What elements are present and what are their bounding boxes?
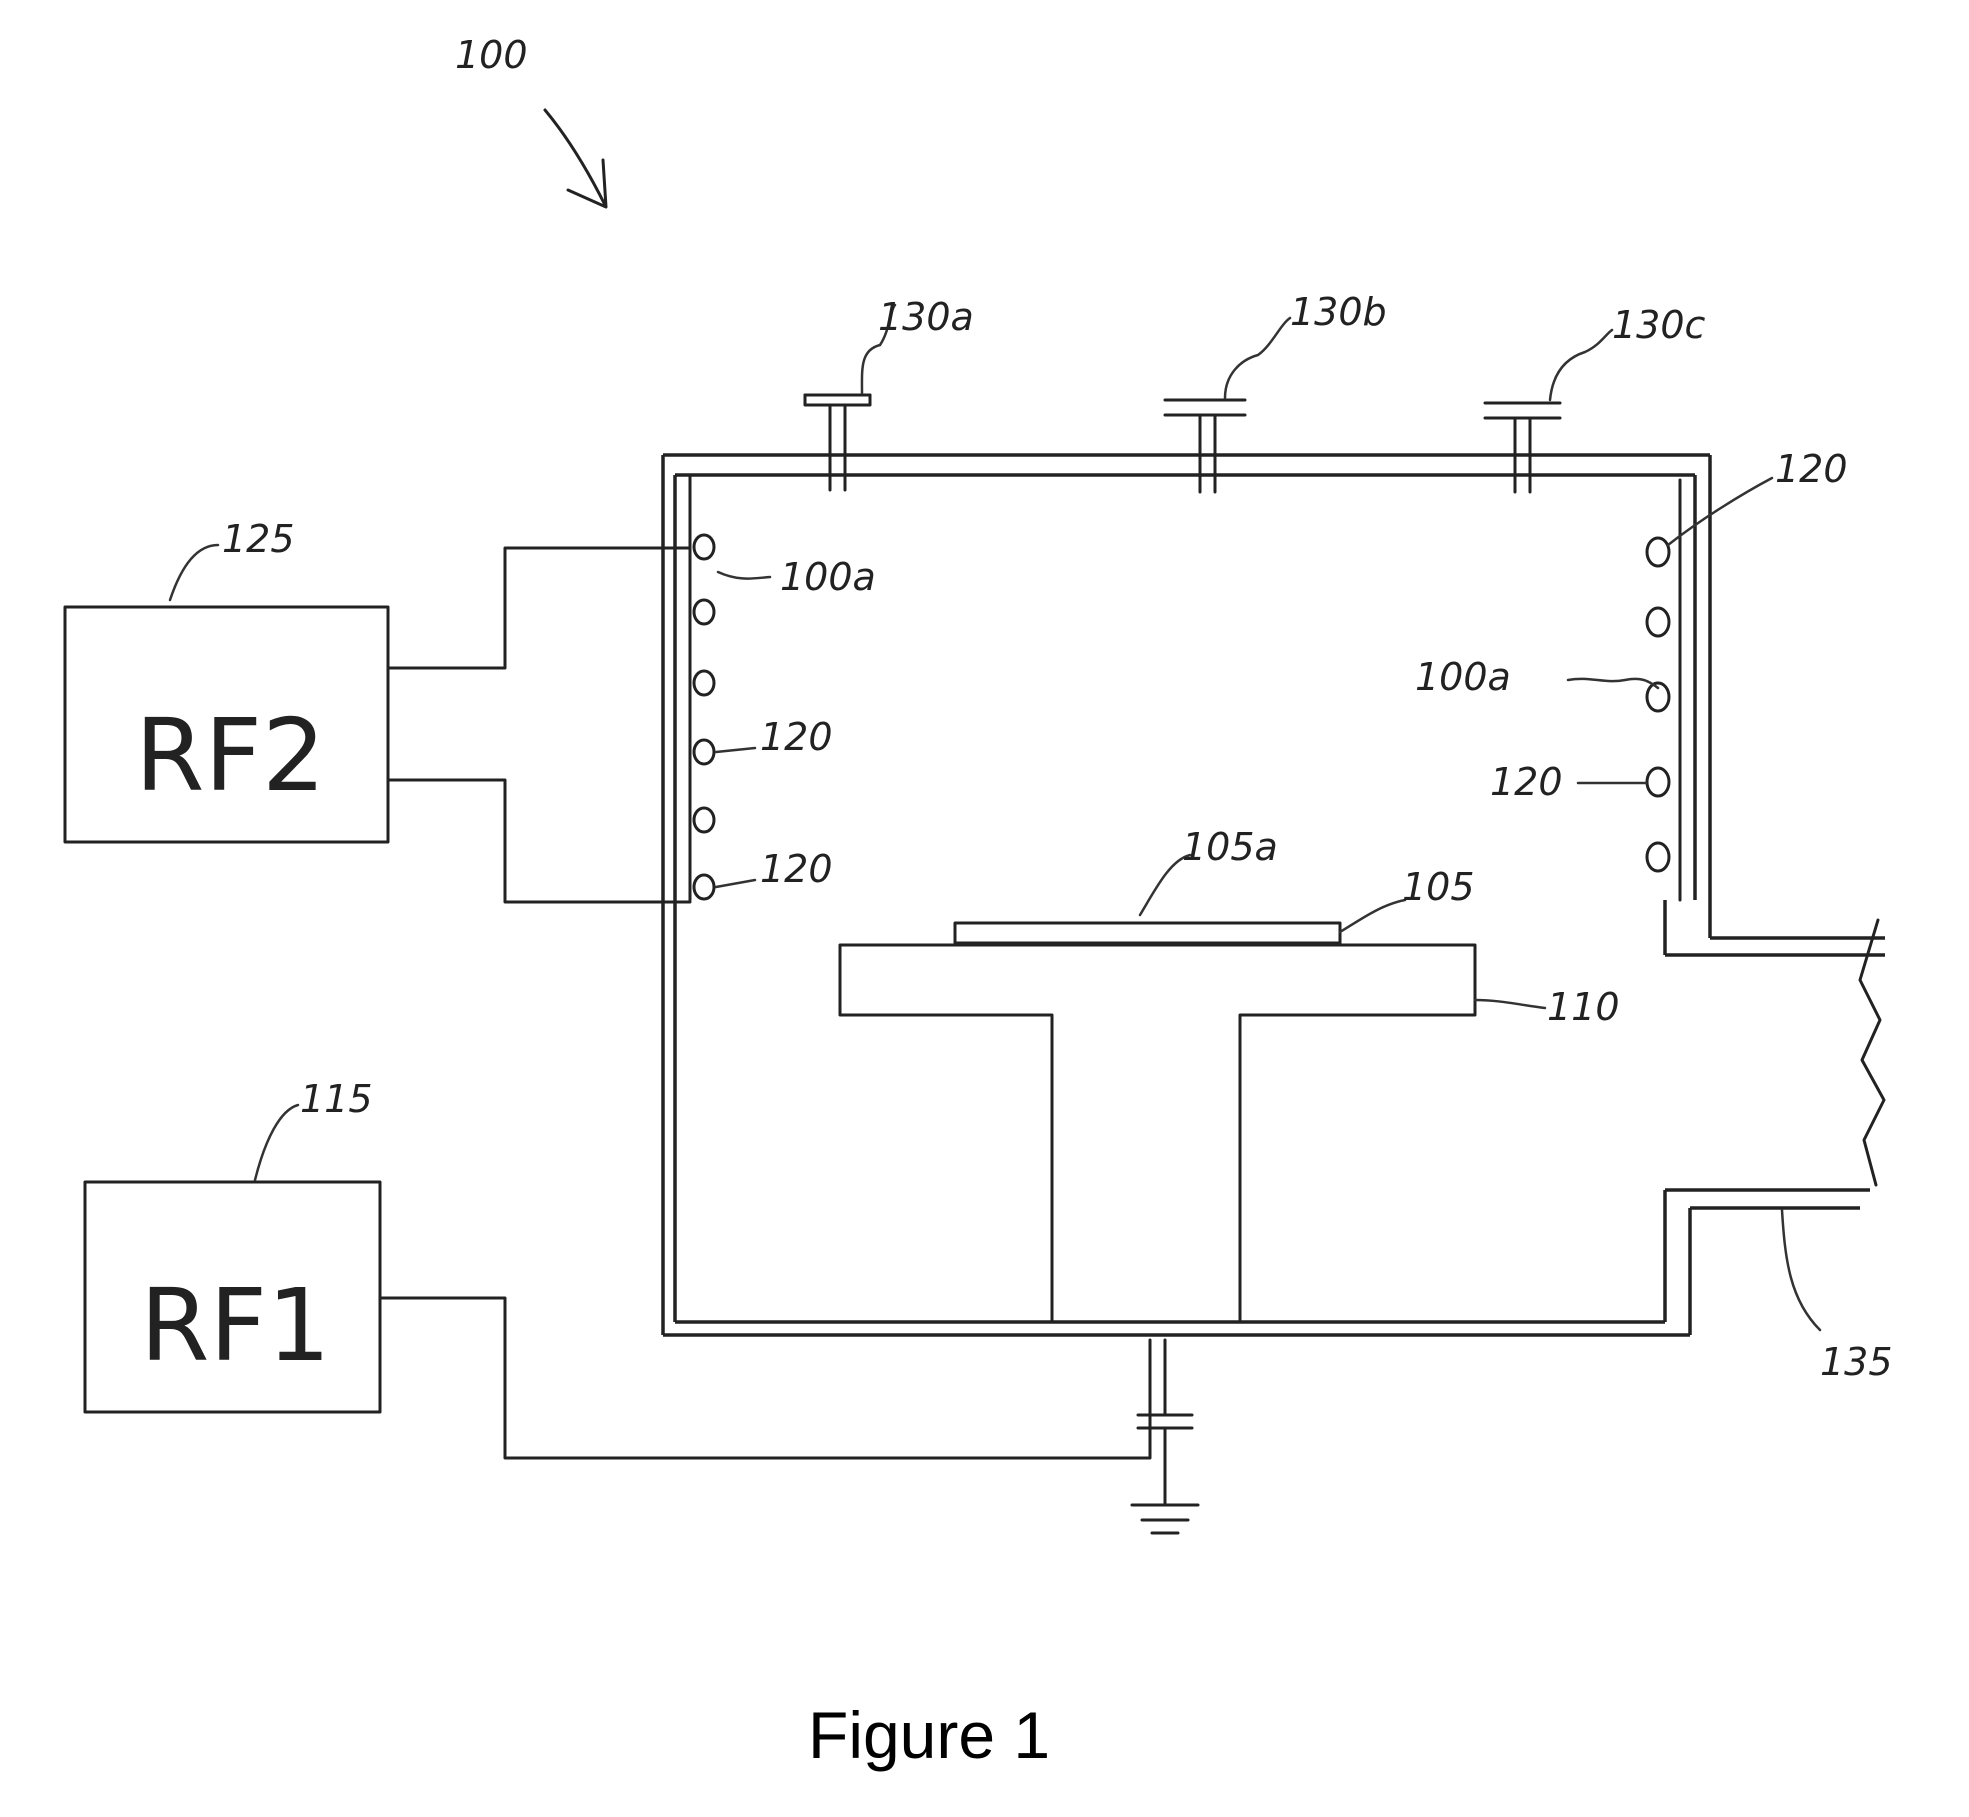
right-coils [1647,538,1669,871]
rf1-source: RF1 115 [85,1077,1198,1533]
arrow-100-shaft [545,110,605,205]
label-100a-left: 100a [780,555,876,599]
rf2-source: RF2 125 [65,517,690,902]
label-120-right-low: 120 [1490,760,1563,804]
left-coils [694,535,714,899]
label-115: 115 [300,1077,373,1121]
arrow-100-head [568,160,606,207]
label-125: 125 [222,517,295,561]
label-120-left-low: 120 [760,847,833,891]
label-120-right-top: 120 [1775,447,1848,491]
gas-inlet-a: 130a [805,295,974,490]
chuck: 110 [840,945,1620,1322]
rf2-upper-lead [388,548,690,668]
label-130c: 130c [1612,303,1706,347]
rf2-box-label: RF2 [135,697,326,814]
gas-inlet-b: 130b [1165,290,1387,492]
wafer: 105a 105 [955,825,1475,943]
label-105: 105 [1402,865,1475,909]
system-reference: 100 [455,33,606,207]
exhaust-break-line [1860,920,1884,1185]
figure-caption: Figure 1 [808,1698,1050,1772]
label-130a: 130a [878,295,974,339]
label-120-left-mid: 120 [760,715,833,759]
rf2-lower-lead [388,780,690,902]
rf1-box-label: RF1 [140,1267,331,1384]
label-105a: 105a [1182,825,1278,869]
label-100a-right: 100a [1415,655,1511,699]
label-100: 100 [455,33,528,77]
label-110: 110 [1547,985,1620,1029]
label-130b: 130b [1290,290,1387,334]
gas-inlet-c: 130c [1485,303,1706,492]
label-135: 135 [1820,1340,1893,1384]
